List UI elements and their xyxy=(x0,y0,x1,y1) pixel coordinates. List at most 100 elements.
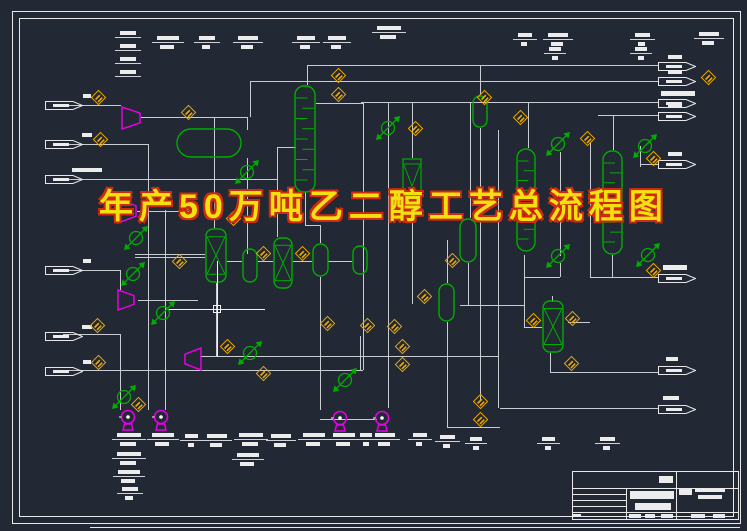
equipment-tag-sub xyxy=(552,56,558,60)
equipment-tag xyxy=(120,57,136,61)
stream-flag-out xyxy=(658,99,696,108)
pipe xyxy=(524,327,542,328)
pipe xyxy=(470,103,471,218)
equipment-tag-line xyxy=(328,439,360,440)
equipment-tag-line xyxy=(233,42,263,43)
pipe xyxy=(135,257,205,258)
crosshair-pickbox xyxy=(213,305,221,313)
equipment-tag xyxy=(118,470,140,474)
pipe xyxy=(137,211,197,212)
label-block xyxy=(663,396,679,400)
pipe xyxy=(120,334,121,410)
stream-flag-label xyxy=(82,325,92,329)
pipe xyxy=(360,336,361,370)
equipment-tag-sub xyxy=(240,462,254,466)
pipe xyxy=(598,115,658,116)
equipment-tag-line xyxy=(370,439,400,440)
stream-flag-text xyxy=(666,115,682,118)
pump-icon xyxy=(119,409,137,431)
stream-flag-text xyxy=(53,143,69,146)
pipe xyxy=(214,117,215,228)
equipment-tag-sub xyxy=(274,443,286,447)
stream-flag-text xyxy=(666,277,682,280)
pipe xyxy=(320,419,377,420)
pipe xyxy=(560,152,561,256)
pump-icon xyxy=(331,410,349,432)
stream-flag-text xyxy=(53,104,69,107)
equipment-tag xyxy=(297,36,315,40)
stream-flag-text xyxy=(666,369,682,372)
pipe xyxy=(63,270,120,271)
equipment-tag xyxy=(413,433,427,437)
equipment-tag xyxy=(238,36,258,40)
equipment-tag-line xyxy=(113,476,145,477)
stream-flag-text xyxy=(666,163,682,166)
equipment-tag-line xyxy=(513,39,537,40)
equipment-tag xyxy=(207,434,227,438)
pipe xyxy=(250,81,251,117)
title-block-divider xyxy=(573,488,738,489)
label-block xyxy=(661,91,695,96)
title-block xyxy=(572,471,739,520)
equipment-tag-line xyxy=(465,443,487,444)
tray-column xyxy=(294,85,316,193)
pipe xyxy=(307,65,308,85)
stream-flag-text xyxy=(53,370,69,373)
title-block-divider xyxy=(573,500,626,501)
equipment-tag-line xyxy=(115,76,141,77)
pipe xyxy=(447,427,500,428)
equipment-tag xyxy=(600,437,615,441)
equipment-tag-line xyxy=(234,439,268,440)
equipment-tag-sub xyxy=(306,442,320,446)
equipment-tag xyxy=(635,47,647,51)
title-block-text-block xyxy=(635,503,671,510)
pipe xyxy=(640,164,658,165)
stream-flag-text xyxy=(666,408,682,411)
pipe xyxy=(307,65,658,66)
pipe xyxy=(227,261,242,262)
equipment-tag-line xyxy=(298,439,330,440)
title-block-divider xyxy=(573,512,738,513)
equipment-tag-line xyxy=(630,53,652,54)
equipment-tag xyxy=(120,44,136,48)
equipment-tag-line xyxy=(372,32,406,33)
stream-flag-out xyxy=(658,366,696,375)
pipe xyxy=(550,353,551,372)
equipment-tag-line xyxy=(408,439,432,440)
capsule-vessel xyxy=(472,95,488,128)
pipe xyxy=(328,261,352,262)
tray-column xyxy=(602,150,623,255)
equipment-tag-line xyxy=(435,441,460,442)
equipment-tag-sub xyxy=(188,443,194,447)
capsule-vessel xyxy=(242,248,258,283)
heat-exchanger-icon xyxy=(123,225,149,251)
heat-exchanger-icon xyxy=(332,367,358,393)
title-block-text-block xyxy=(713,514,725,518)
heat-exchanger-icon xyxy=(234,159,260,185)
stream-flag-in xyxy=(45,266,83,275)
equipment-tag-sub xyxy=(443,444,450,448)
equipment-tag xyxy=(375,433,395,437)
equipment-tag xyxy=(122,487,138,491)
heat-exchanger-icon xyxy=(545,131,571,157)
heat-exchanger-icon xyxy=(111,384,137,410)
equipment-tag xyxy=(635,33,650,37)
pipe xyxy=(613,115,614,150)
pipe xyxy=(498,130,499,408)
label-block xyxy=(668,104,682,108)
pipe xyxy=(468,263,469,305)
equipment-tag-line xyxy=(323,42,351,43)
pipe xyxy=(316,103,363,104)
equipment-tag-line xyxy=(355,439,377,440)
equipment-tag-sub xyxy=(638,56,644,60)
reactor-vessel xyxy=(542,300,564,353)
equipment-tag-sub xyxy=(473,446,479,450)
capsule-vessel xyxy=(312,243,329,277)
equipment-tag-sub xyxy=(380,35,396,39)
equipment-tag-line xyxy=(292,42,320,43)
equipment-tag xyxy=(549,47,561,51)
equipment-tag xyxy=(470,437,482,441)
equipment-tag xyxy=(699,32,719,36)
title-block-text-block xyxy=(695,489,725,492)
